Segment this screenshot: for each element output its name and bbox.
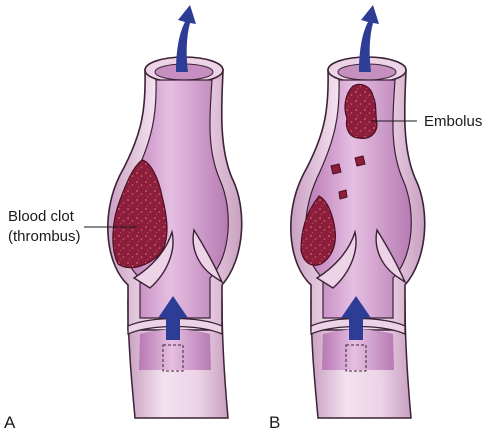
outflow-arrow-b	[359, 5, 379, 72]
embolus-fragment	[330, 163, 342, 175]
embolus	[344, 83, 378, 139]
inflow-arrow-b	[341, 296, 371, 340]
embolus-fragment	[354, 155, 366, 167]
residual-thrombus	[300, 195, 336, 266]
thrombus-label-line2: (thrombus)	[8, 228, 81, 245]
thrombus-label-line1: Blood clot	[8, 208, 75, 225]
panel-b-vein: Embolus B	[269, 5, 482, 432]
panel-b-label: B	[269, 413, 280, 432]
panel-a-label: A	[4, 413, 16, 432]
thrombus	[112, 159, 168, 269]
panel-a-vein: Blood clot (thrombus) A	[4, 5, 243, 432]
inflow-arrow-a	[158, 296, 188, 340]
embolus-fragment	[338, 189, 348, 200]
outflow-arrow-a	[176, 5, 196, 72]
embolus-label: Embolus	[424, 113, 482, 130]
